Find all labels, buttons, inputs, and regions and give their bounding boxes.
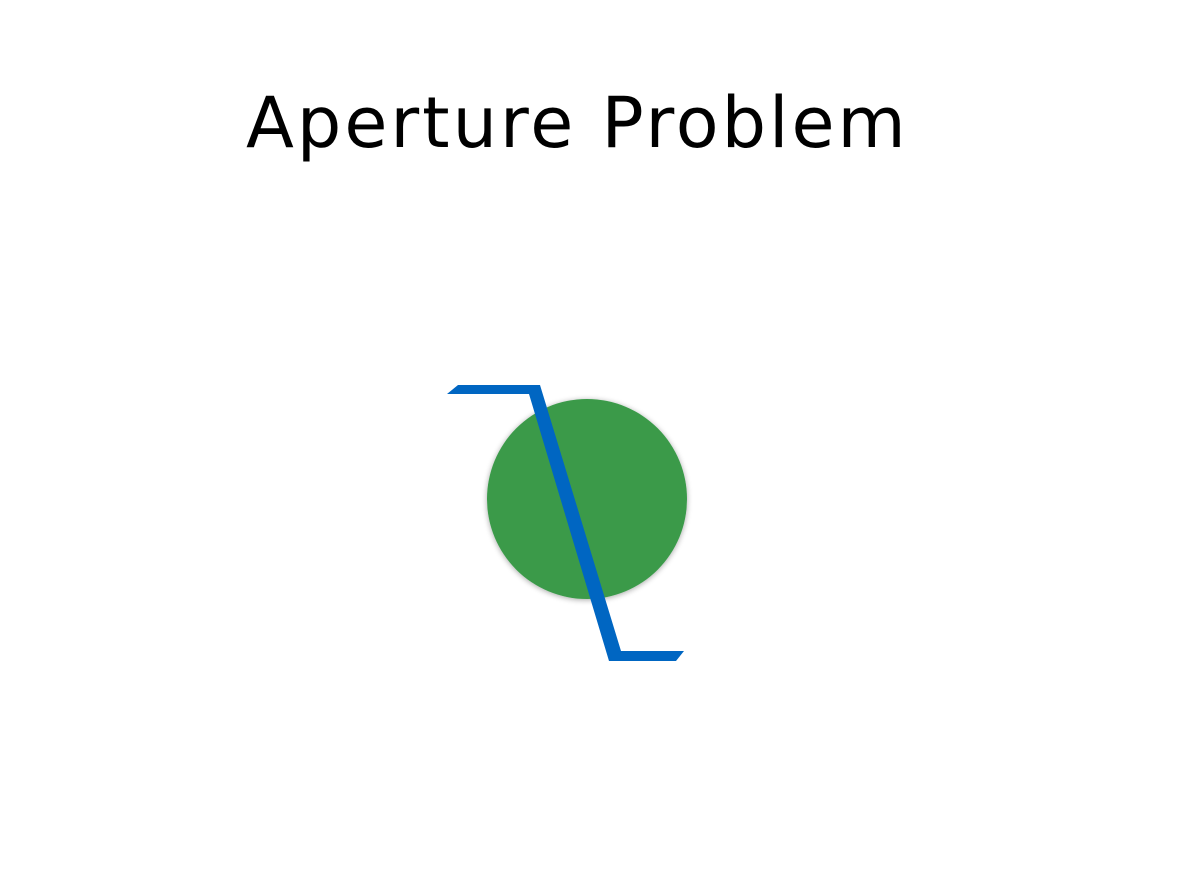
slide-title: Aperture Problem xyxy=(246,82,909,164)
aperture-circle xyxy=(487,399,687,599)
